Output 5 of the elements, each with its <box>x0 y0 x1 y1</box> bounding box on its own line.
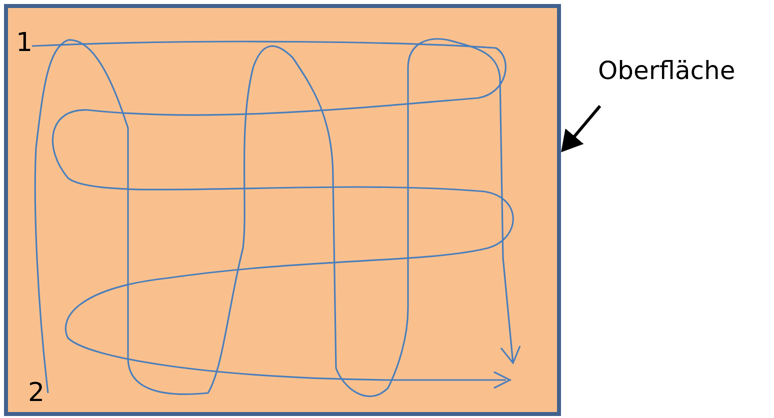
surface-label: Oberfläche <box>598 56 736 85</box>
arrow <box>561 105 602 152</box>
point-number: 1 <box>16 28 33 58</box>
surface-rectangle <box>4 4 561 416</box>
point-number: 2 <box>28 378 45 408</box>
